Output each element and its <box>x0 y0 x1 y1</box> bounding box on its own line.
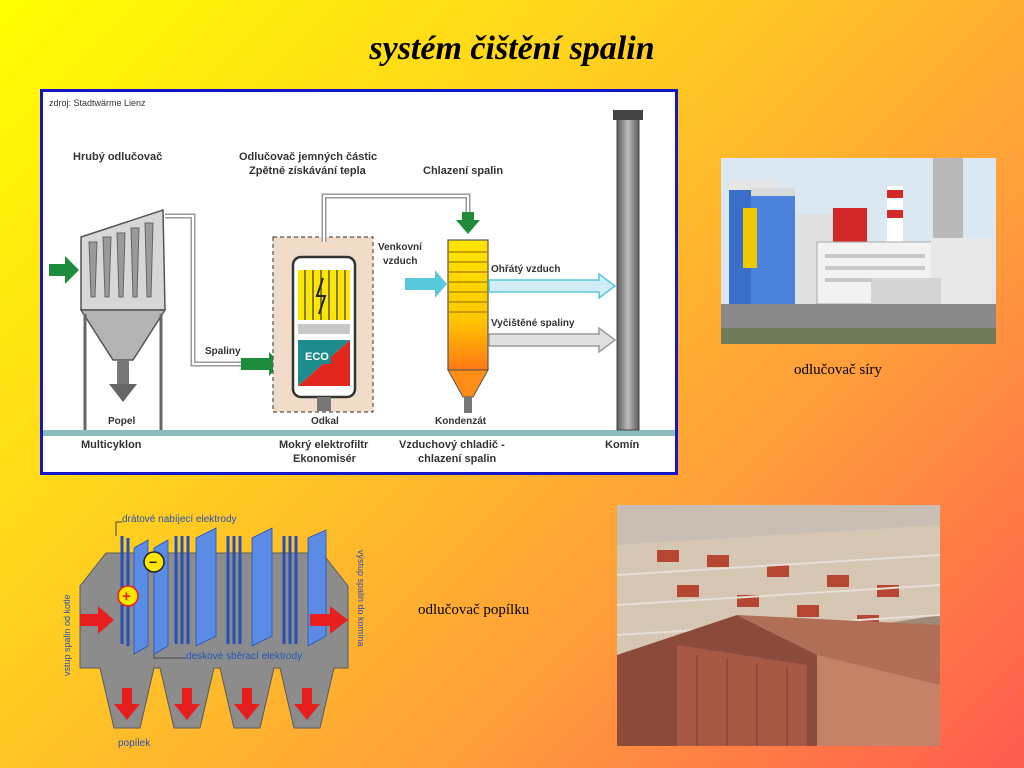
label-vycistene: Vyčištěné spaliny <box>491 318 575 329</box>
svg-text:+: + <box>122 588 131 605</box>
slide-title: systém čištění spalin <box>369 30 655 67</box>
label-chlazeni: Chlazení spalin <box>423 165 503 177</box>
label-venkovni-1: Venkovní <box>378 242 423 253</box>
photo-desulphurization <box>721 158 996 344</box>
label-poplek: popílek <box>118 738 151 749</box>
ground-line <box>43 430 675 436</box>
venkovni-arrow-icon <box>405 270 447 298</box>
label-spaliny: Spaliny <box>205 346 241 357</box>
svg-text:−: − <box>149 554 157 570</box>
inlet-arrow-icon <box>49 256 79 284</box>
caption-desulphurization: odlučovač síry <box>794 362 882 378</box>
precipitator-diagram-svg: drátové nabíjecí elektrody deskové sběra… <box>62 514 366 749</box>
inlet-arrow-icon <box>80 606 114 634</box>
lightning-icon <box>315 277 327 315</box>
spaliny-arrow-icon <box>241 352 281 376</box>
process-diagram: zdroj: Stadtwärme Lienz Hrubý odlučovač … <box>40 89 678 475</box>
process-diagram-svg: zdroj: Stadtwärme Lienz Hrubý odlučovač … <box>43 98 675 465</box>
photo-precipitator <box>617 505 940 746</box>
label-odkal: Odkal <box>311 416 339 427</box>
minus-icon: − <box>143 551 165 573</box>
plus-icon: + <box>117 585 139 607</box>
photo-precipitator-svg <box>617 505 940 746</box>
label-venkovni-2: vzduch <box>383 256 417 267</box>
label-deskove: deskové sběrací elektrody <box>186 651 302 662</box>
vycistene-arrow-icon <box>488 326 617 354</box>
wet-electrofilter: ECO <box>272 236 374 413</box>
caption-fly-ash: odlučovač popílku <box>418 602 530 618</box>
chimney <box>613 110 643 431</box>
label-vzduchovy-1: Vzduchový chladič - <box>399 439 505 451</box>
label-popel: Popel <box>108 416 135 427</box>
precipitator-diagram: drátové nabíjecí elektrody deskové sběra… <box>58 508 370 753</box>
chlazeni-arrow-icon <box>456 212 480 234</box>
photo-desulphurization-svg <box>721 158 996 344</box>
multicyclone <box>49 208 167 430</box>
label-hruby: Hrubý odlučovač <box>73 151 162 163</box>
label-mokry-2: Ekonomisér <box>293 453 357 465</box>
label-vzduchovy-2: chlazení spalin <box>418 453 497 465</box>
eco-label: ECO <box>305 351 329 363</box>
outlet-arrow-icon <box>310 606 348 634</box>
label-ohraty: Ohřátý vzduch <box>491 264 560 275</box>
ohraty-arrow-icon <box>488 272 617 300</box>
label-mokry-1: Mokrý elektrofiltr <box>279 439 369 451</box>
label-jemnych-2: Zpětné získávání tepla <box>249 165 367 177</box>
label-vstup: vstup spalin od kotle <box>62 594 72 676</box>
source-label: zdroj: Stadtwärme Lienz <box>49 98 146 108</box>
label-multicyklon: Multicyklon <box>81 439 142 451</box>
label-kondenzat: Kondenzát <box>435 416 487 427</box>
label-jemnych-1: Odlučovač jemných částic <box>239 151 377 163</box>
air-cooler <box>447 239 489 413</box>
label-dratove: drátové nabíjecí elektrody <box>122 514 237 525</box>
label-vystup: výstup spalin do komína <box>356 550 366 647</box>
ash-arrows-icon <box>114 688 320 720</box>
label-komin: Komín <box>605 439 640 451</box>
